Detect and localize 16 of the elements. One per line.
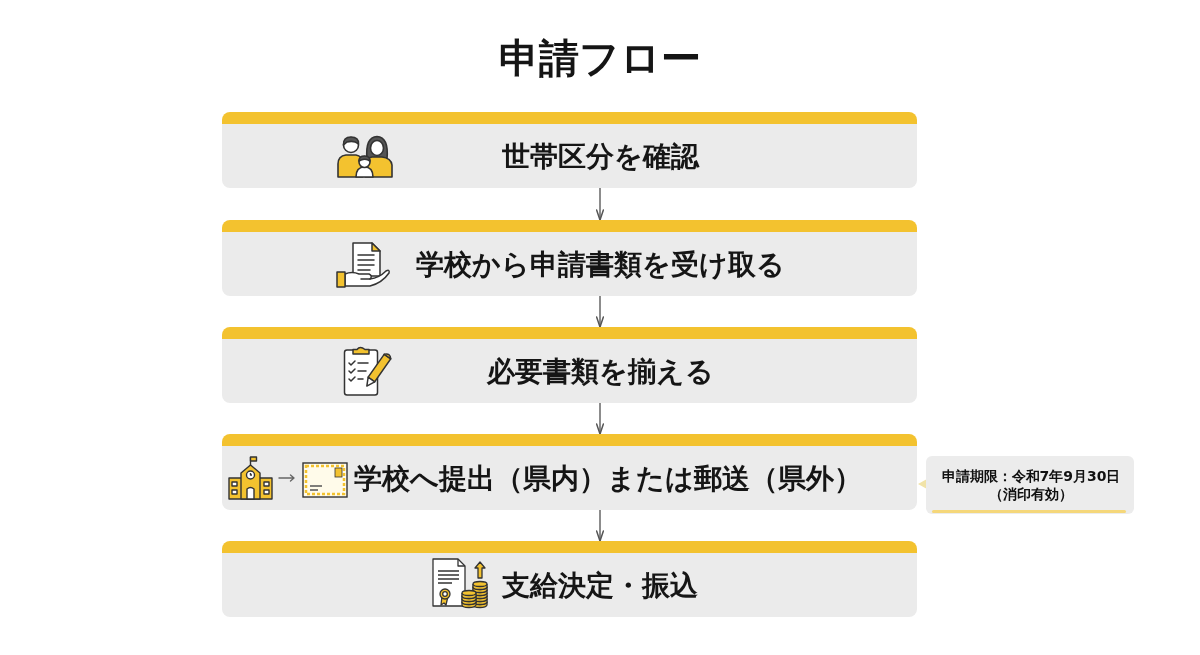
arrow bbox=[595, 402, 605, 435]
step-card bbox=[222, 541, 917, 617]
arrow bbox=[595, 509, 605, 542]
step-card bbox=[222, 112, 917, 188]
diagram-title: 申請フロー bbox=[499, 34, 701, 82]
step-card bbox=[222, 220, 917, 296]
arrow bbox=[595, 187, 605, 221]
step-card bbox=[222, 327, 917, 403]
step-title: 世帯区分を確認 bbox=[501, 138, 699, 174]
step-card bbox=[222, 434, 917, 510]
callout-note: 申請期限：令和7年9月30日（消印有効） bbox=[918, 456, 1134, 514]
step-title: 支給決定・振込 bbox=[502, 567, 698, 603]
step-title: 必要書類を揃える bbox=[486, 353, 714, 389]
arrow bbox=[595, 295, 605, 328]
step-title: 学校から申請書類を受け取る bbox=[415, 246, 785, 282]
step-title: 学校へ提出（県内）または郵送（県外） bbox=[354, 460, 862, 496]
